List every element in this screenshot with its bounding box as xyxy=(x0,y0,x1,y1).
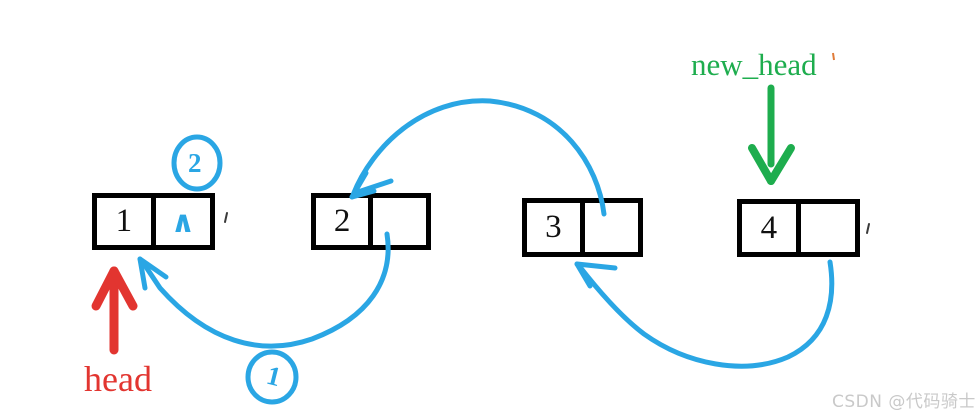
arrow-node4-to-node3 xyxy=(574,259,835,369)
list-node-1: 1 ∧ xyxy=(92,193,215,250)
new-head-arrow xyxy=(748,84,795,185)
step-number-2: 2 xyxy=(188,148,202,178)
step-number-1: 1 xyxy=(263,359,285,393)
new-head-label: new_head xyxy=(691,47,817,82)
stray-mark xyxy=(832,52,835,61)
list-node-4: 4 xyxy=(737,199,860,257)
node-2-next-cell xyxy=(373,198,426,245)
null-marker: ∧ xyxy=(170,204,196,240)
stray-mark xyxy=(866,223,870,234)
node-4-next-cell xyxy=(801,204,855,252)
node-3-next-cell xyxy=(585,203,638,252)
node-2-value: 2 xyxy=(316,198,374,245)
node-1-value: 1 xyxy=(97,198,156,245)
list-node-3: 3 xyxy=(522,198,643,257)
list-node-2: 2 xyxy=(311,193,431,250)
stray-mark xyxy=(224,212,228,223)
watermark: CSDN @代码骑士 xyxy=(832,392,976,412)
head-arrow xyxy=(91,266,138,355)
arrow-node2-to-node1 xyxy=(137,231,391,349)
head-label: head xyxy=(84,359,152,399)
node-1-next-cell: ∧ xyxy=(156,198,210,245)
node-4-value: 4 xyxy=(742,204,801,252)
node-3-value: 3 xyxy=(527,203,585,252)
